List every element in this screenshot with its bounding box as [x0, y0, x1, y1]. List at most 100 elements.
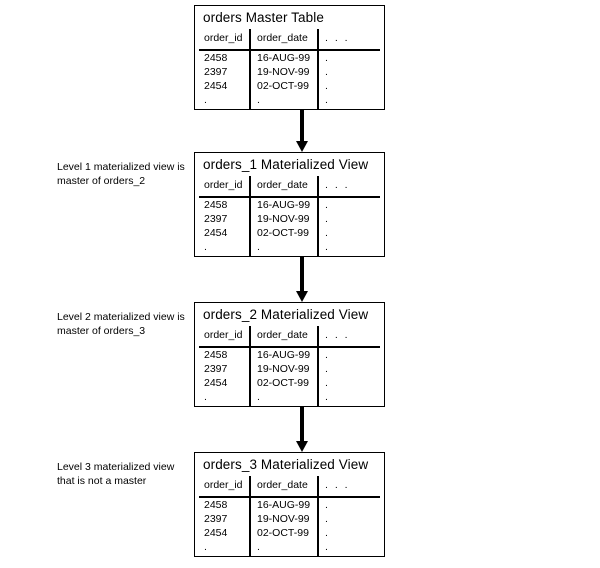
cell-order-id: 2454 [204, 527, 228, 539]
table-row: 2458 16-AUG-99 . [195, 51, 384, 65]
column-divider [317, 326, 319, 406]
table-row: . . . [195, 93, 384, 107]
table-header-row: order_id order_date . . . [195, 476, 384, 496]
cell-order-id: . [204, 241, 207, 253]
cell-order-id: 2458 [204, 499, 228, 511]
data-table: order_id order_date . . . 2458 16-AUG-99… [195, 176, 384, 256]
header-rule [199, 346, 380, 348]
cell-order-id: 2454 [204, 227, 228, 239]
column-header-order-date: order_date [257, 32, 308, 44]
cell-order-id: 2454 [204, 377, 228, 389]
cell-ellipsis: . [325, 499, 328, 511]
entity-box-orders-master: orders Master Table order_id order_date … [194, 5, 385, 110]
entity-box-orders-1: orders_1 Materialized View order_id orde… [194, 152, 385, 257]
annotation-line: that is not a master [57, 475, 147, 487]
column-header-ellipsis: . . . [325, 179, 350, 191]
cell-ellipsis: . [325, 513, 328, 525]
table-body: 2458 16-AUG-99 . 2397 19-NOV-99 . 2454 0… [195, 51, 384, 109]
arrow-orders2-to-orders3 [296, 407, 308, 452]
cell-order-id: 2397 [204, 213, 228, 225]
annotation-level-3: Level 3 materialized view that is not a … [57, 460, 189, 488]
cell-order-id: 2397 [204, 66, 228, 78]
cell-order-date: . [257, 541, 260, 553]
entity-box-orders-3: orders_3 Materialized View order_id orde… [194, 452, 385, 557]
cell-order-date: 02-OCT-99 [257, 377, 309, 389]
cell-order-date: . [257, 241, 260, 253]
entity-box-orders-2: orders_2 Materialized View order_id orde… [194, 302, 385, 407]
cell-ellipsis: . [325, 527, 328, 539]
cell-ellipsis: . [325, 363, 328, 375]
cell-ellipsis: . [325, 66, 328, 78]
cell-ellipsis: . [325, 391, 328, 403]
arrow-master-to-orders1 [296, 110, 308, 152]
cell-ellipsis: . [325, 227, 328, 239]
table-row: . . . [195, 540, 384, 554]
column-header-order-id: order_id [204, 479, 243, 491]
cell-ellipsis: . [325, 377, 328, 389]
box-title: orders_2 Materialized View [203, 307, 369, 322]
column-header-ellipsis: . . . [325, 329, 350, 341]
cell-order-date: 16-AUG-99 [257, 199, 311, 211]
table-body: 2458 16-AUG-99 . 2397 19-NOV-99 . 2454 0… [195, 498, 384, 556]
cell-order-id: 2397 [204, 363, 228, 375]
cell-order-id: 2458 [204, 52, 228, 64]
table-row: 2454 02-OCT-99 . [195, 526, 384, 540]
arrow-orders1-to-orders2 [296, 257, 308, 302]
table-row: 2397 19-NOV-99 . [195, 512, 384, 526]
arrow-shaft [300, 407, 304, 442]
cell-order-date: . [257, 391, 260, 403]
annotation-line: Level 3 materialized view [57, 461, 175, 473]
table-row: 2454 02-OCT-99 . [195, 376, 384, 390]
cell-order-date: . [257, 94, 260, 106]
column-header-order-id: order_id [204, 179, 243, 191]
table-row: 2454 02-OCT-99 . [195, 79, 384, 93]
cell-ellipsis: . [325, 80, 328, 92]
annotation-line: Level 1 materialized view is [57, 161, 185, 173]
cell-order-date: 16-AUG-99 [257, 349, 311, 361]
annotation-level-1: Level 1 materialized view is master of o… [57, 160, 189, 188]
cell-order-date: 19-NOV-99 [257, 363, 310, 375]
table-header-row: order_id order_date . . . [195, 176, 384, 196]
table-header-row: order_id order_date . . . [195, 29, 384, 49]
column-divider [249, 176, 251, 256]
column-header-ellipsis: . . . [325, 479, 350, 491]
table-row: 2397 19-NOV-99 . [195, 212, 384, 226]
column-divider [249, 326, 251, 406]
cell-ellipsis: . [325, 52, 328, 64]
table-body: 2458 16-AUG-99 . 2397 19-NOV-99 . 2454 0… [195, 198, 384, 256]
table-row: 2397 19-NOV-99 . [195, 65, 384, 79]
table-row: 2397 19-NOV-99 . [195, 362, 384, 376]
cell-order-id: 2458 [204, 199, 228, 211]
annotation-line: master of orders_3 [57, 325, 146, 337]
column-header-ellipsis: . . . [325, 32, 350, 44]
cell-order-id: . [204, 541, 207, 553]
cell-ellipsis: . [325, 541, 328, 553]
table-row: 2458 16-AUG-99 . [195, 498, 384, 512]
cell-order-date: 19-NOV-99 [257, 213, 310, 225]
header-rule [199, 49, 380, 51]
column-header-order-id: order_id [204, 329, 243, 341]
column-divider [317, 29, 319, 109]
table-row: 2458 16-AUG-99 . [195, 348, 384, 362]
data-table: order_id order_date . . . 2458 16-AUG-99… [195, 326, 384, 406]
cell-ellipsis: . [325, 94, 328, 106]
cell-ellipsis: . [325, 241, 328, 253]
cell-order-date: 19-NOV-99 [257, 66, 310, 78]
column-header-order-date: order_date [257, 479, 308, 491]
cell-order-date: 02-OCT-99 [257, 227, 309, 239]
column-header-order-id: order_id [204, 32, 243, 44]
box-title: orders_3 Materialized View [203, 457, 369, 472]
cell-order-date: 02-OCT-99 [257, 80, 309, 92]
cell-ellipsis: . [325, 213, 328, 225]
header-rule [199, 196, 380, 198]
arrow-head-icon [296, 441, 308, 452]
annotation-line: master of orders_2 [57, 175, 146, 187]
cell-order-id: . [204, 391, 207, 403]
arrow-shaft [300, 257, 304, 292]
header-rule [199, 496, 380, 498]
cell-order-id: . [204, 94, 207, 106]
cell-order-id: 2454 [204, 80, 228, 92]
arrow-head-icon [296, 291, 308, 302]
table-body: 2458 16-AUG-99 . 2397 19-NOV-99 . 2454 0… [195, 348, 384, 406]
